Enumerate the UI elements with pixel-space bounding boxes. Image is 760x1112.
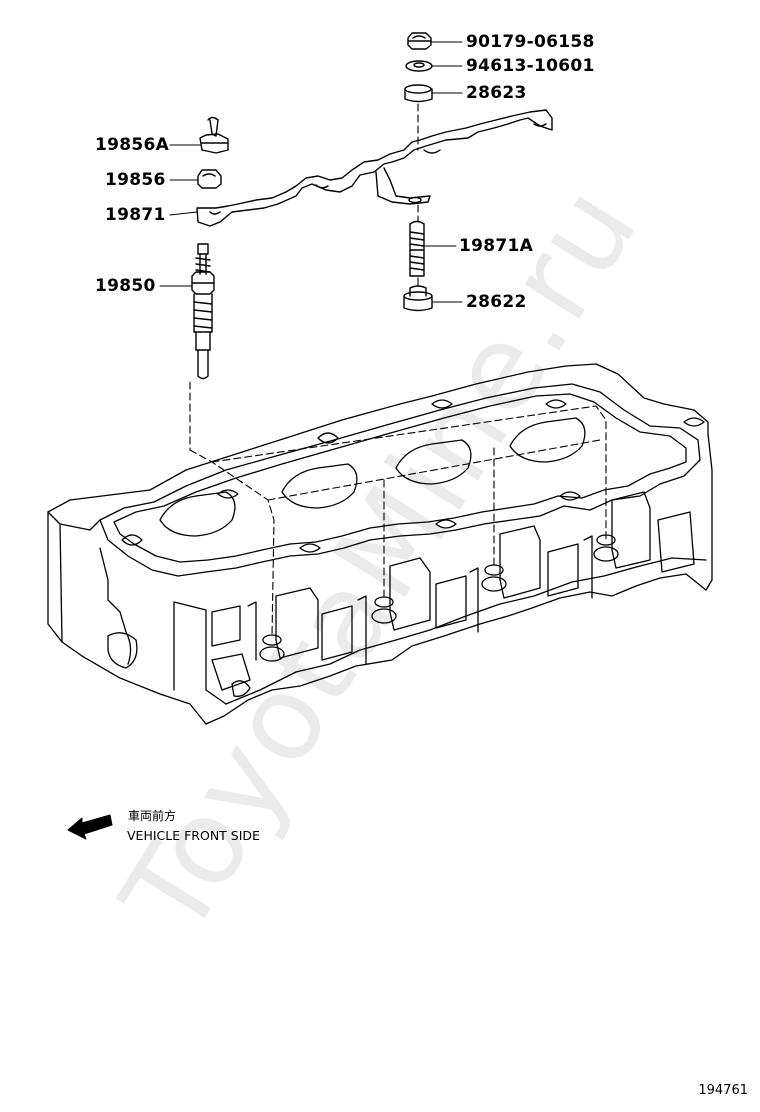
label-90179-06158: 90179-06158 bbox=[466, 32, 595, 52]
label-28623: 28623 bbox=[466, 83, 527, 103]
front-side-japanese: 車両前方 bbox=[128, 809, 177, 823]
nut-19856-icon bbox=[197, 169, 222, 189]
label-19871A: 19871A bbox=[459, 236, 534, 256]
label-94613-10601: 94613-10601 bbox=[466, 56, 595, 76]
cylinder-head-icon bbox=[47, 363, 713, 725]
label-28622: 28622 bbox=[466, 292, 527, 312]
grommet-28623-icon bbox=[404, 84, 433, 103]
stud-19871A-icon bbox=[409, 220, 425, 277]
label-19871: 19871 bbox=[105, 205, 166, 225]
terminal-cap-19856A-icon bbox=[199, 116, 229, 154]
label-19856A: 19856A bbox=[95, 135, 170, 155]
front-arrow-icon bbox=[67, 814, 113, 840]
washer-94613-10601-icon bbox=[405, 60, 433, 72]
nut-90179-06158-icon bbox=[407, 32, 432, 50]
figure-number: 194761 bbox=[698, 1083, 748, 1098]
spacer-28622-icon bbox=[403, 285, 433, 312]
label-19850: 19850 bbox=[95, 276, 156, 296]
label-19856: 19856 bbox=[105, 170, 166, 190]
front-side-label: VEHICLE FRONT SIDE bbox=[127, 828, 260, 843]
glow-plug-connector-19871-icon bbox=[196, 109, 553, 227]
glow-plug-19850-icon bbox=[191, 243, 215, 380]
